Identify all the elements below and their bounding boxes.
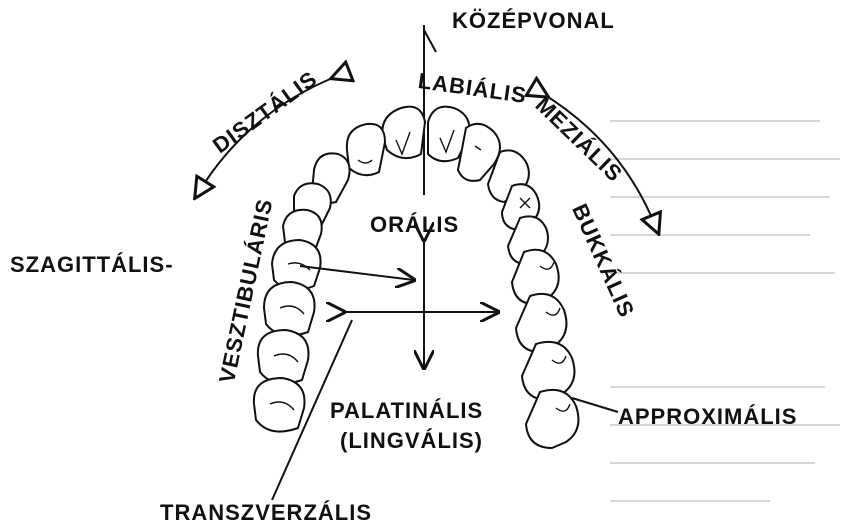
sagittal-label: SZAGITTÁLIS- (10, 252, 174, 278)
tooth (264, 282, 315, 336)
teeth-arch (254, 107, 579, 448)
oral-label: ORÁLIS (370, 212, 459, 238)
midline-label: KÖZÉPVONAL (452, 8, 615, 34)
tooth (526, 390, 578, 448)
approximal-leader (572, 398, 618, 412)
lingual-label: (LINGVÁLIS) (340, 428, 483, 454)
transverse-label: TRANSZVERZÁLIS (160, 500, 372, 526)
tooth (254, 378, 305, 432)
approximal-label: APPROXIMÁLIS (618, 404, 797, 430)
palatal-label: PALATINÁLIS (330, 398, 483, 424)
tooth (258, 330, 309, 384)
tooth (347, 124, 385, 175)
